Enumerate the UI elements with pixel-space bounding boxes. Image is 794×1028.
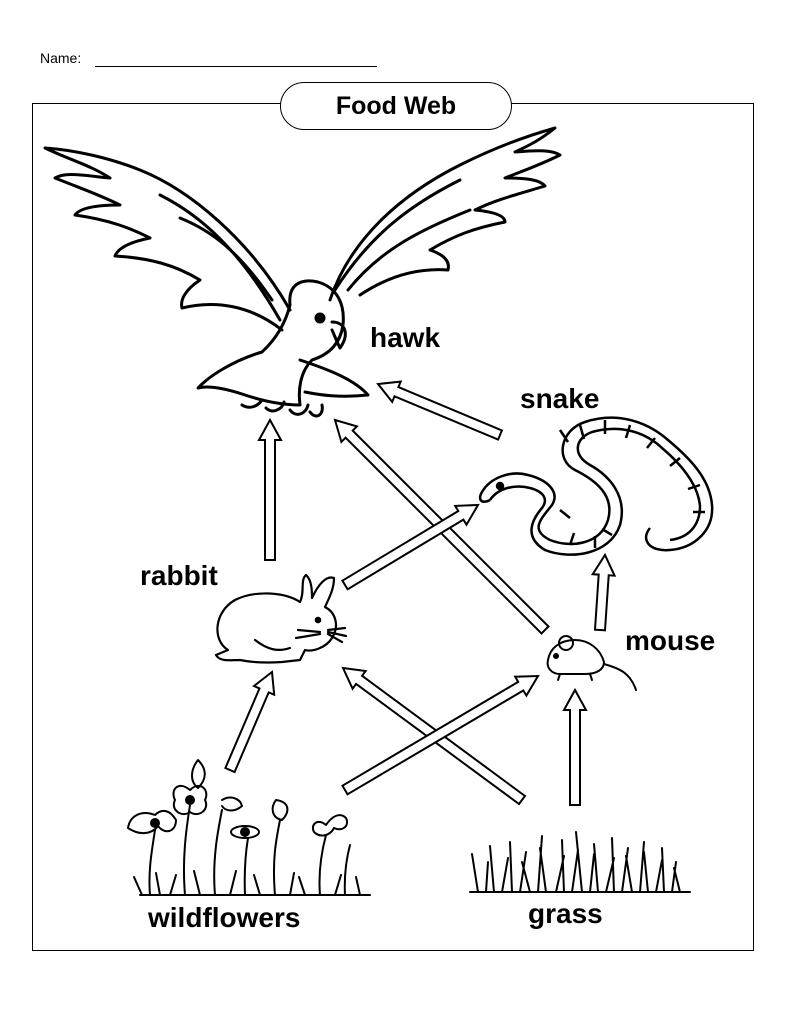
- label-mouse: mouse: [625, 625, 716, 656]
- mouse-illustration: [546, 635, 637, 691]
- snake-illustration: [478, 416, 714, 556]
- arrow-rabbit-to-snake: [341, 503, 480, 591]
- arrow-wildflowers-to-rabbit: [224, 670, 276, 774]
- label-rabbit: rabbit: [140, 560, 218, 591]
- name-label: Name:: [40, 50, 82, 66]
- label-snake: snake: [520, 383, 600, 414]
- arrow-grass-to-mouse: [562, 687, 588, 806]
- grass-illustration: [469, 831, 691, 893]
- arrow-wildflowers-to-mouse: [341, 674, 540, 796]
- name-field[interactable]: [95, 66, 377, 67]
- arrow-rabbit-to-hawk: [257, 417, 283, 561]
- hawk-illustration: [43, 126, 562, 418]
- label-wildflowers: wildflowers: [148, 902, 301, 933]
- arrow-snake-to-hawk: [376, 380, 504, 441]
- wildflowers-illustration: [127, 759, 371, 896]
- page-title: Food Web: [280, 82, 512, 130]
- arrow-mouse-to-snake: [590, 552, 617, 632]
- energy-arrows: [224, 380, 617, 806]
- label-grass: grass: [528, 898, 603, 929]
- rabbit-illustration: [214, 573, 348, 664]
- label-hawk: hawk: [370, 322, 441, 353]
